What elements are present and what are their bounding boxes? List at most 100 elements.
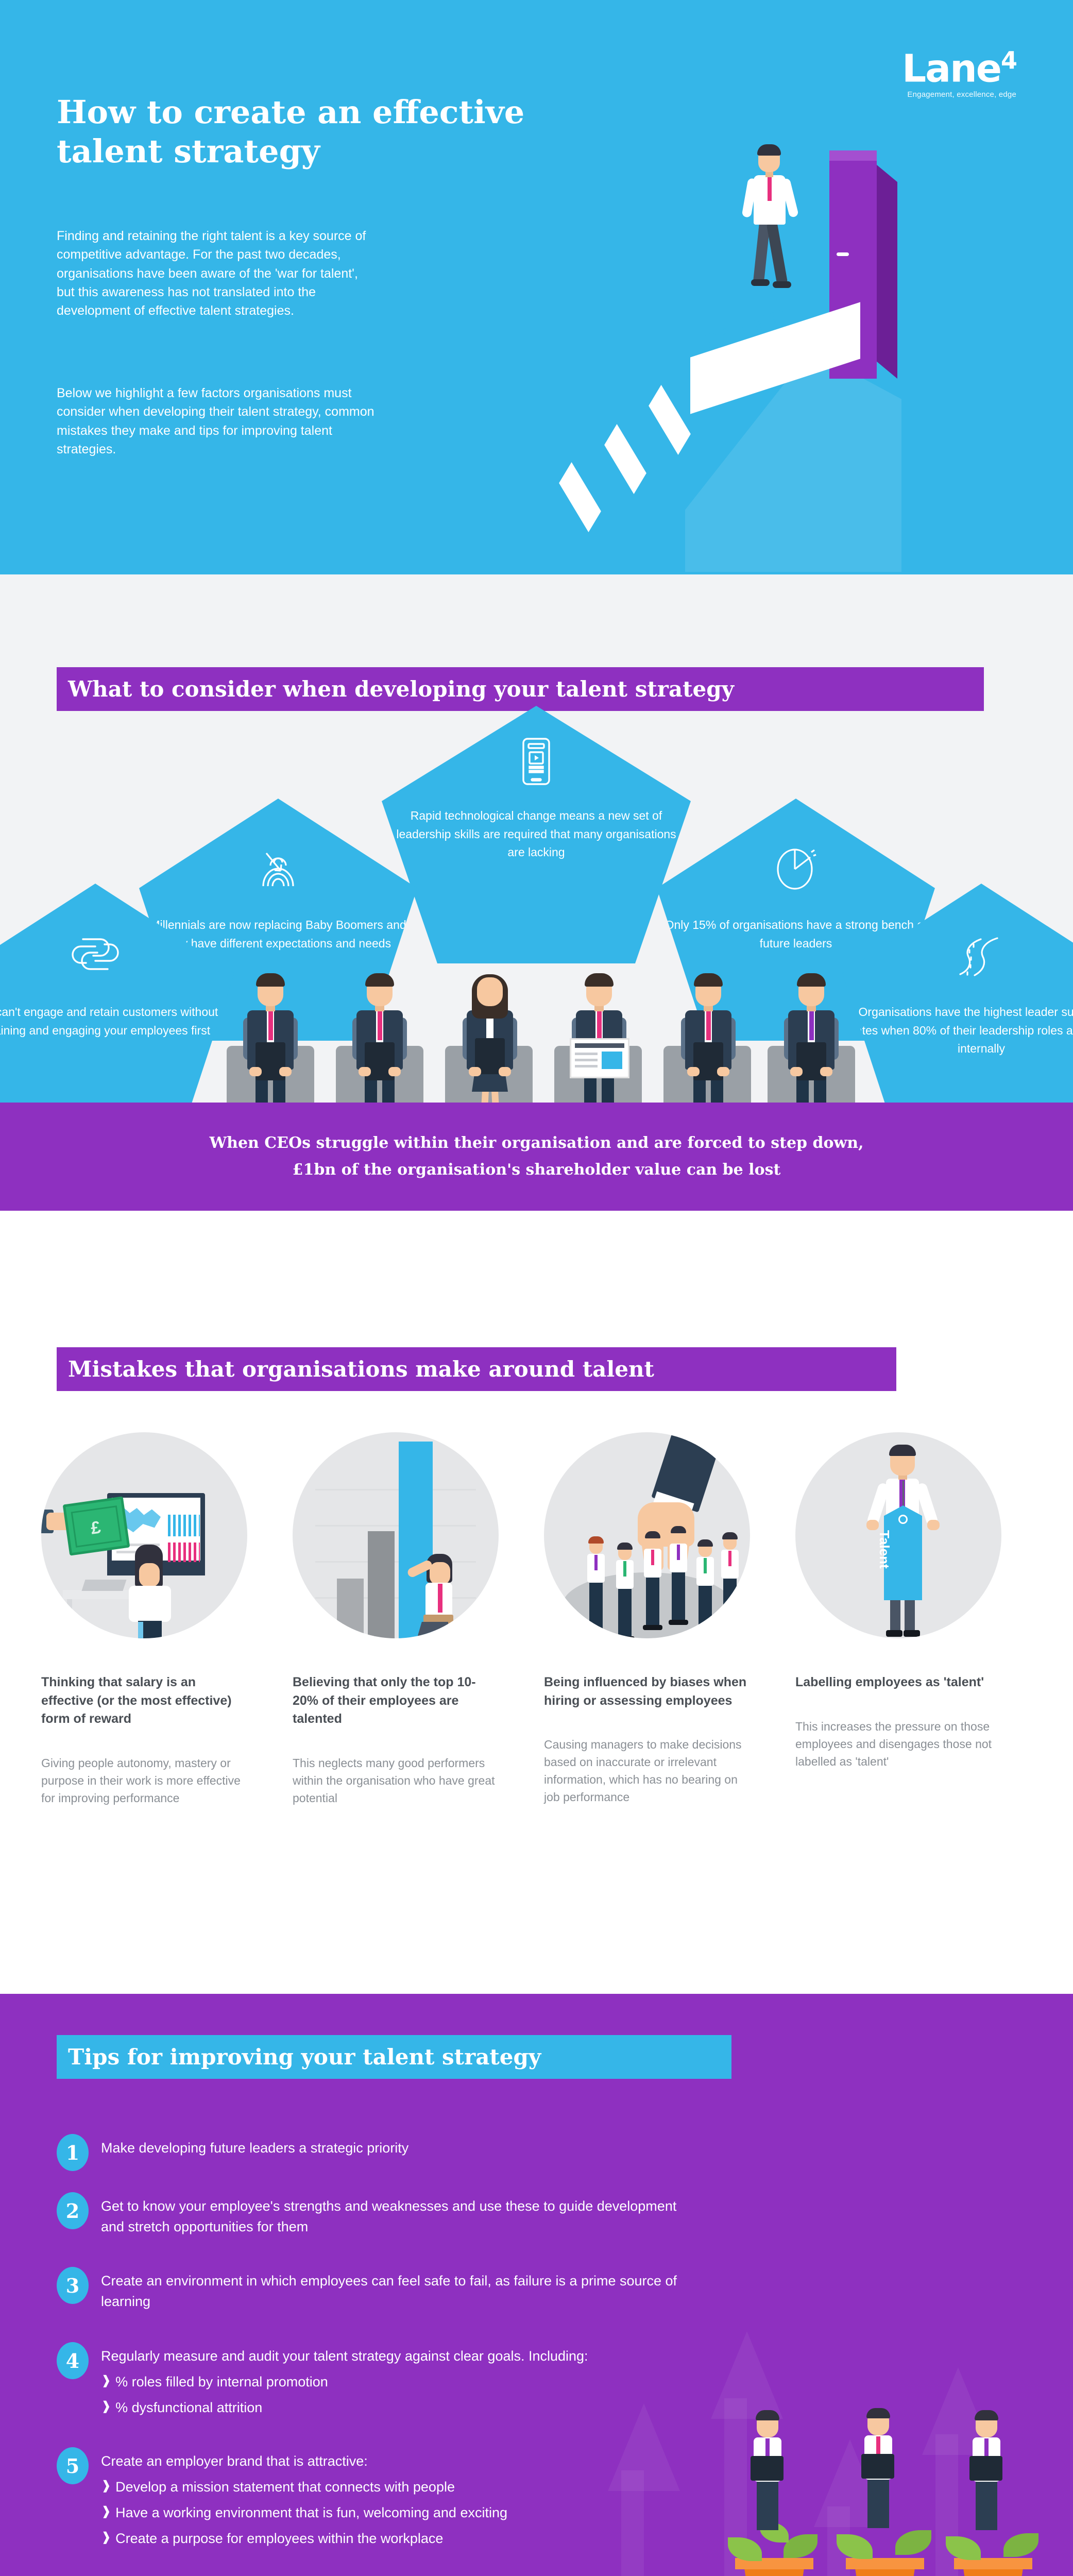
person-hair <box>975 2410 998 2420</box>
tagged-person: Talent <box>861 1445 944 1638</box>
person-head <box>430 1562 450 1585</box>
person-tablet <box>751 2456 784 2481</box>
tip-subitem-text: Create a purpose for employees within th… <box>115 2530 444 2546</box>
linked-chain-icon <box>71 934 120 977</box>
tip-subitem-list: ❱ Develop a mission statement that conne… <box>101 2477 678 2549</box>
crowd-person-tie <box>704 1558 707 1573</box>
person-tie <box>597 1011 602 1040</box>
door-side-panel <box>877 165 897 379</box>
pentagon-engagement: You can't engage and retain customers wi… <box>0 884 234 1126</box>
logo-word-text: Lane <box>902 46 1002 91</box>
tip-text: Create an environment in which employees… <box>101 2273 677 2309</box>
bar-chart-with-person-illustration <box>293 1432 499 1638</box>
person-hand-right <box>279 1067 292 1076</box>
person-hand-right <box>388 1067 401 1076</box>
lane4-logo: Lane4 Engagement, excellence, edge <box>902 48 1017 99</box>
tip-item-1: 1 Make developing future leaders a strat… <box>57 2134 408 2171</box>
newspaper-image <box>602 1052 622 1069</box>
person-detail-stripe <box>138 1622 143 1638</box>
chart-gridline <box>315 1597 476 1599</box>
chevron-bullet-icon: ❱ <box>101 2399 112 2413</box>
tip-text: Regularly measure and audit your talent … <box>101 2348 588 2364</box>
crowd-person-legs <box>646 1577 659 1626</box>
person-tie <box>268 1011 273 1040</box>
newspaper-line <box>575 1059 598 1061</box>
standing-person-right <box>958 2410 1015 2531</box>
person-hair <box>797 973 826 987</box>
person-leg-left <box>890 1593 900 1632</box>
logo-wordmark: Lane4 <box>902 48 1017 88</box>
crowd-person-shoe <box>586 1630 606 1635</box>
tip-text-block: Create an employer brand that is attract… <box>101 2447 678 2549</box>
chevron-bullet-icon: ❱ <box>101 2478 112 2493</box>
person-leg-upper <box>415 1622 448 1638</box>
consider-section: What to consider when developing your ta… <box>0 574 1073 1211</box>
plant-group-middle <box>834 2470 938 2576</box>
person-hair <box>256 973 285 987</box>
tips-section: Tips for improving your talent strategy … <box>0 1994 1073 2576</box>
person-tie <box>809 1011 814 1040</box>
crowd-person-hair <box>671 1526 686 1533</box>
mistakes-section: Mistakes that organisations make around … <box>0 1211 1073 1994</box>
leaf <box>837 2534 873 2559</box>
person-hair <box>585 973 614 987</box>
tip-number-badge: 2 <box>57 2192 89 2229</box>
figure-tie <box>768 176 772 201</box>
door-top-edge <box>829 150 877 161</box>
crowd-person-tie <box>677 1545 680 1560</box>
person-wearing-talent-tag-illustration: Talent <box>795 1432 1001 1638</box>
person-hand-left <box>866 1520 879 1530</box>
chevron-bullet-icon: ❱ <box>101 2373 112 2387</box>
tip-subitem: ❱ Have a working environment that is fun… <box>101 2503 678 2523</box>
text-line-graphic <box>116 1544 160 1546</box>
person-hand-left <box>790 1067 803 1076</box>
tip-number-badge: 1 <box>57 2134 89 2171</box>
tip-subitem-text: Develop a mission statement that connect… <box>115 2479 455 2495</box>
person-legs <box>757 2481 778 2530</box>
person-figure-female <box>451 966 529 1136</box>
person-hand-left <box>249 1067 262 1076</box>
mistake-description: Giving people autonomy, mastery or purpo… <box>41 1756 241 1805</box>
leaf <box>728 2537 762 2561</box>
newspaper-line <box>575 1053 598 1055</box>
tips-heading-banner: Tips for improving your talent strategy <box>57 2035 731 2079</box>
tip-text: Get to know your employee's strengths an… <box>101 2198 677 2234</box>
person-tie <box>876 2436 880 2460</box>
person-head <box>477 977 503 1006</box>
person-legs <box>976 2481 997 2530</box>
person-hair <box>756 2410 779 2420</box>
person-hand-right <box>717 1067 729 1076</box>
person-hair <box>365 973 394 987</box>
person-hair <box>889 1445 916 1456</box>
person-tie <box>899 1480 905 1518</box>
tip-subitem: ❱ Create a purpose for employees within … <box>101 2529 678 2549</box>
person-hair <box>866 2408 890 2418</box>
chart-gridline <box>315 1489 476 1490</box>
logo-tagline: Engagement, excellence, edge <box>907 90 1016 99</box>
desk-leg <box>67 1599 72 1638</box>
pink-bar-graphic <box>168 1543 200 1562</box>
winding-road-icon <box>954 934 1009 980</box>
crowd-person-tie <box>594 1555 598 1570</box>
stepping-stone-1 <box>649 384 691 455</box>
pie-chart-icon <box>775 846 816 893</box>
hero-paragraph-2: Below we highlight a few factors organis… <box>57 386 374 456</box>
person-tie <box>706 1011 711 1040</box>
pentagon-internal-hiring-text: Organisations have the highest leader su… <box>851 1005 1073 1056</box>
crowd-person-shoe <box>695 1633 715 1638</box>
figure-leg-right <box>766 222 788 285</box>
crowd-person-legs <box>723 1578 737 1627</box>
pound-symbol: £ <box>89 1517 102 1538</box>
newspaper-headline <box>575 1043 624 1048</box>
tip-item-5: 5 Create an employer brand that is attra… <box>57 2447 678 2549</box>
crowd-person-shoe <box>669 1620 688 1625</box>
person-head <box>139 1563 160 1587</box>
chart-gridline <box>315 1525 476 1527</box>
chart-bar-small <box>337 1579 364 1638</box>
person-tablet <box>861 2454 894 2479</box>
person-belt <box>423 1615 453 1624</box>
person-tie <box>378 1011 382 1040</box>
hero-businessman-figure <box>736 134 803 304</box>
tip-subitem-text: Have a working environment that is fun, … <box>115 2504 508 2520</box>
crowd-person-hair <box>588 1536 604 1544</box>
